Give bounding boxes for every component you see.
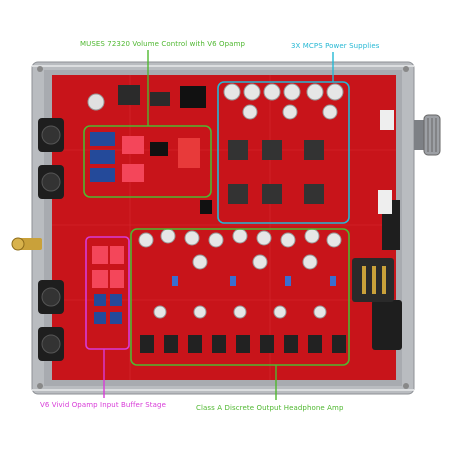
output-amp-box <box>130 228 350 366</box>
pcb <box>52 75 396 380</box>
power-supplies-label: 3X MCPS Power Supplies <box>291 42 380 50</box>
input-buffer-stage <box>85 236 130 350</box>
output-amp-stage <box>130 228 350 366</box>
power-supply-box <box>217 81 350 224</box>
volume-control-label: MUSES 72320 Volume Control with V6 Opamp <box>80 40 246 48</box>
output-amp-label: Class A Discrete Output Headphone Amp <box>196 404 344 412</box>
screw-icon <box>37 383 43 389</box>
input-connectors <box>11 118 64 361</box>
xlr-output-icon <box>372 300 402 350</box>
volume-control-stage <box>83 125 212 214</box>
output-connectors <box>352 110 402 350</box>
power-supply-stage <box>217 81 350 224</box>
input-buffer-label: V6 Vivid Opamp Input Buffer Stage <box>40 401 166 409</box>
screw-icon <box>37 66 43 72</box>
knob-icon[interactable] <box>414 114 441 156</box>
input-buffer-box <box>85 236 130 350</box>
screw-icon <box>403 66 409 72</box>
screw-icon <box>403 383 409 389</box>
top-left-components <box>87 85 206 111</box>
